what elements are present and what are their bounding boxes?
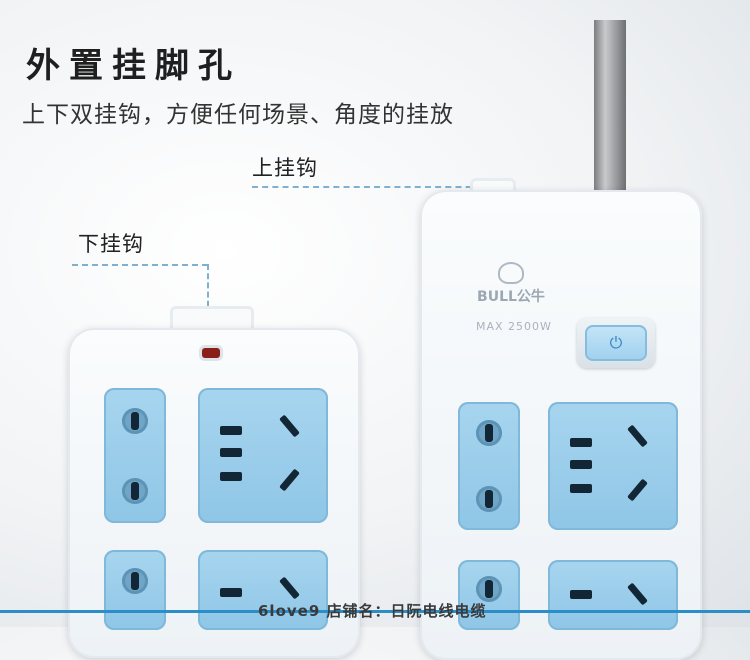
- socket-slot: [220, 588, 242, 597]
- lower-hook-leader: [72, 264, 208, 266]
- indicator-light: [202, 348, 220, 358]
- multi-socket: [548, 402, 678, 530]
- socket-slot: [570, 438, 592, 447]
- upper-hook-label: 上挂钩: [252, 156, 318, 180]
- socket-slot: [220, 472, 242, 481]
- socket-slot: [627, 424, 648, 448]
- socket-hole: [122, 568, 148, 594]
- two-pin-socket: [458, 402, 520, 530]
- socket-hole: [122, 478, 148, 504]
- multi-socket: [548, 560, 678, 630]
- socket-hole: [122, 408, 148, 434]
- power-icon: ⏻: [609, 333, 623, 352]
- lower-hook-label: 下挂钩: [78, 232, 144, 256]
- multi-socket: [198, 388, 328, 523]
- page-title: 外置挂脚孔: [26, 46, 241, 86]
- power-switch: ⏻: [585, 325, 647, 361]
- two-pin-socket: [104, 550, 166, 630]
- upper-hook-leader: [252, 186, 492, 188]
- multi-socket: [198, 550, 328, 630]
- bottom-band: [0, 610, 750, 613]
- socket-slot: [570, 590, 592, 599]
- lower-hook-leader-vertical: [207, 264, 209, 316]
- brand-text: BULL公牛: [477, 289, 545, 305]
- page-subtitle: 上下双挂钩，方便任何场景、角度的挂放: [22, 102, 454, 128]
- brand-logo: BULL公牛: [476, 262, 546, 306]
- socket-slot: [279, 468, 300, 492]
- socket-slot: [279, 576, 300, 600]
- socket-slot: [570, 484, 592, 493]
- socket-slot: [220, 448, 242, 457]
- socket-slot: [627, 478, 648, 502]
- power-rating: MAX 2500W: [476, 320, 552, 333]
- store-watermark: 6love9 店铺名：日阮电线电缆: [258, 602, 487, 620]
- socket-slot: [570, 460, 592, 469]
- socket-slot: [627, 582, 648, 606]
- socket-hole: [476, 576, 502, 602]
- socket-hole: [476, 420, 502, 446]
- socket-hole: [476, 486, 502, 512]
- power-cord: [594, 20, 626, 192]
- socket-slot: [220, 426, 242, 435]
- two-pin-socket: [458, 560, 520, 630]
- socket-slot: [279, 414, 300, 438]
- two-pin-socket: [104, 388, 166, 523]
- bull-logo-icon: [498, 262, 524, 284]
